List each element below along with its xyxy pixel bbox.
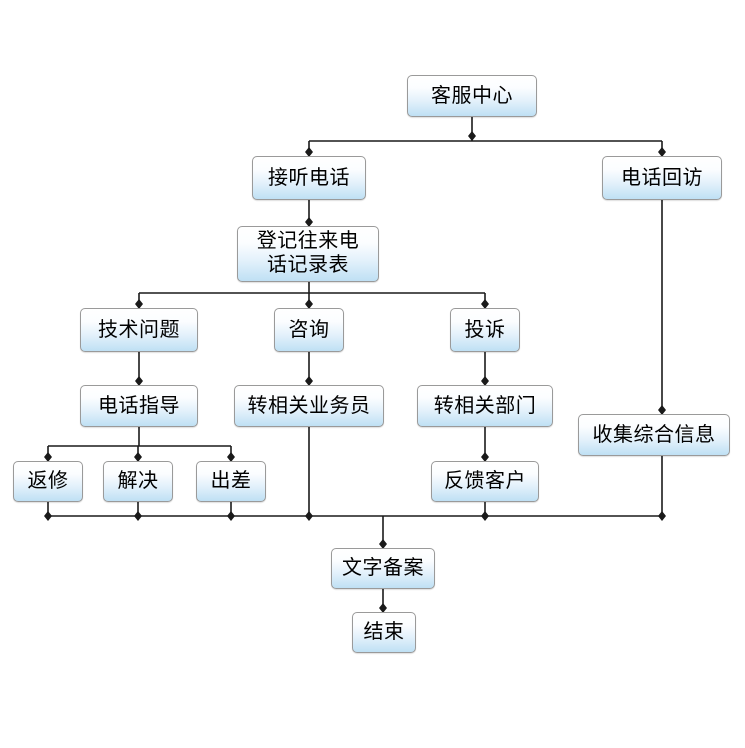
node-transfer-to-salesperson[interactable]: 转相关业务员 [234, 385, 384, 427]
node-phone-guidance[interactable]: 电话指导 [80, 385, 198, 427]
node-repair[interactable]: 返修 [13, 461, 83, 502]
node-end[interactable]: 结束 [352, 612, 416, 653]
node-feedback-customer[interactable]: 反馈客户 [431, 461, 539, 502]
node-complaint[interactable]: 投诉 [450, 308, 520, 352]
node-consultation[interactable]: 咨询 [274, 308, 344, 352]
node-collect-info[interactable]: 收集综合信息 [578, 414, 730, 456]
node-written-record[interactable]: 文字备案 [331, 548, 435, 589]
node-technical-issue[interactable]: 技术问题 [80, 308, 198, 352]
node-resolve[interactable]: 解决 [103, 461, 173, 502]
node-customer-service-center[interactable]: 客服中心 [407, 75, 537, 117]
node-transfer-to-department[interactable]: 转相关部门 [417, 385, 553, 427]
connector-junction-markers [44, 131, 666, 613]
node-field-visit[interactable]: 出差 [196, 461, 266, 502]
node-answer-call[interactable]: 接听电话 [252, 156, 366, 200]
node-register-call-log[interactable]: 登记往来电 话记录表 [237, 226, 379, 282]
node-phone-followup[interactable]: 电话回访 [602, 156, 722, 200]
